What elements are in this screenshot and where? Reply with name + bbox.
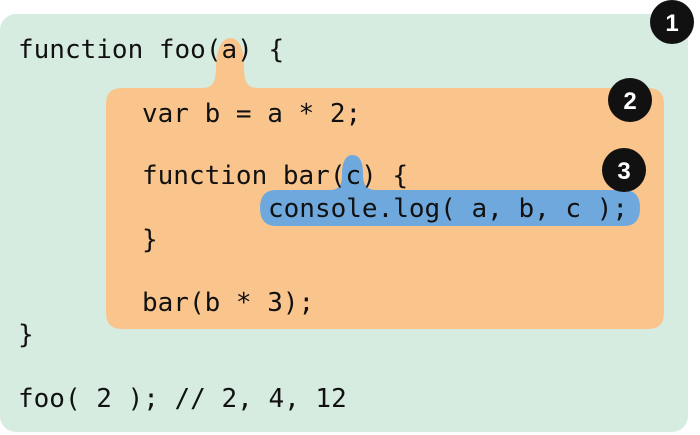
scope-2-bubble <box>106 38 664 329</box>
param-c: c <box>346 161 362 191</box>
code-line-3: function bar(c) { <box>142 161 408 191</box>
code-line-1-prefix: function foo( <box>18 35 222 65</box>
scope-3-badge-label: 3 <box>617 158 630 185</box>
scope-3-badge: 3 <box>602 148 646 192</box>
scope-2-badge: 2 <box>608 78 652 122</box>
scope-3-bubble <box>260 155 640 226</box>
scope-1-badge-label: 1 <box>665 10 678 37</box>
code-line-1: function foo(a) { <box>18 35 284 65</box>
scope-1-badge: 1 <box>650 0 694 44</box>
code-line-8: foo( 2 ); // 2, 4, 12 <box>18 384 347 414</box>
scope-2-badge-label: 2 <box>623 88 636 115</box>
code-line-6: bar(b * 3); <box>142 288 314 318</box>
code-line-1-suffix: ) { <box>237 35 284 65</box>
code-line-7: } <box>18 320 34 350</box>
code-line-5: } <box>142 225 158 255</box>
code-line-3-suffix: ) { <box>361 161 408 191</box>
code-line-3-prefix: function bar( <box>142 161 346 191</box>
code-line-2: var b = a * 2; <box>142 99 361 129</box>
code-line-4: console.log( a, b, c ); <box>268 194 628 224</box>
param-a: a <box>222 35 238 65</box>
